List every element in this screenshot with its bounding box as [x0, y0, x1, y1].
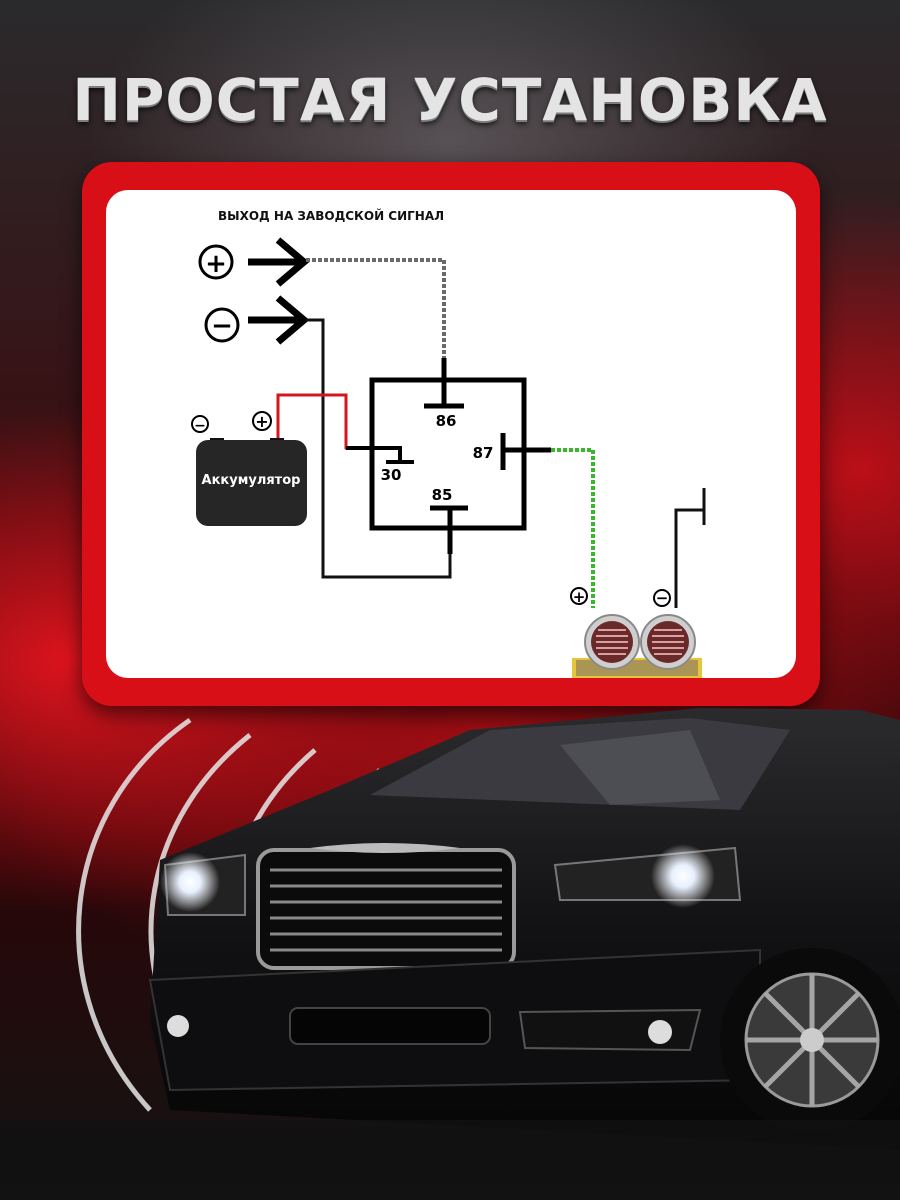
signal-plus-symbol: + [198, 244, 234, 280]
car-grille [256, 848, 516, 970]
horn-right-icon [640, 614, 696, 670]
headlight-right-icon [553, 844, 742, 908]
ground [0, 1120, 900, 1200]
foglight-right-icon [518, 1008, 702, 1052]
page-title: ПРОСТАЯ УСТАНОВКА [72, 66, 828, 134]
horn-plus-sign: + [573, 588, 586, 606]
pin-30-contact [346, 446, 414, 464]
signal-plus-sign: + [205, 249, 227, 279]
pin-85-contact [430, 505, 468, 554]
pin-87-contact [500, 433, 551, 470]
battery-plus-symbol: + [252, 411, 272, 431]
wire-87-to-horn-plus [551, 448, 595, 608]
signal-minus-symbol: − [204, 307, 240, 343]
foglight-left-icon [167, 1015, 189, 1037]
signal-plus-arrow-icon [248, 237, 310, 287]
pin-30-label: 30 [381, 466, 402, 484]
wiring-diagram: ВЫХОД НА ЗАВОДСКОЙ СИГНАЛ + − 86 87 30 8… [191, 208, 706, 678]
horn-minus-sign: − [656, 589, 669, 607]
battery-plus-sign: + [255, 412, 268, 431]
headlight-left-icon [160, 852, 246, 916]
wire-signal-to-86 [306, 258, 446, 358]
horn-set-icon [572, 614, 702, 678]
diagram-panel [106, 190, 796, 678]
wire-horn-minus [674, 488, 706, 608]
car-emblem-icon [310, 843, 460, 853]
battery-label: Аккумулятор [202, 473, 301, 488]
car-illustration [0, 708, 900, 1200]
horn-plus-symbol: + [570, 587, 588, 606]
wire-ground-to-85 [306, 318, 452, 579]
pin-85-label: 85 [432, 486, 453, 504]
horn-left-icon [584, 614, 640, 670]
car-wheel-icon [720, 948, 900, 1132]
battery-minus-sign: − [194, 418, 206, 434]
output-label: ВЫХОД НА ЗАВОДСКОЙ СИГНАЛ [218, 208, 444, 223]
horn-minus-symbol: − [653, 589, 671, 607]
signal-minus-sign: − [211, 311, 233, 341]
pin-87-label: 87 [473, 444, 494, 462]
battery: Аккумулятор [196, 438, 307, 526]
pin-86-contact [424, 358, 464, 409]
battery-minus-symbol: − [191, 415, 209, 434]
signal-minus-arrow-icon [248, 295, 310, 345]
pin-86-label: 86 [436, 412, 457, 430]
